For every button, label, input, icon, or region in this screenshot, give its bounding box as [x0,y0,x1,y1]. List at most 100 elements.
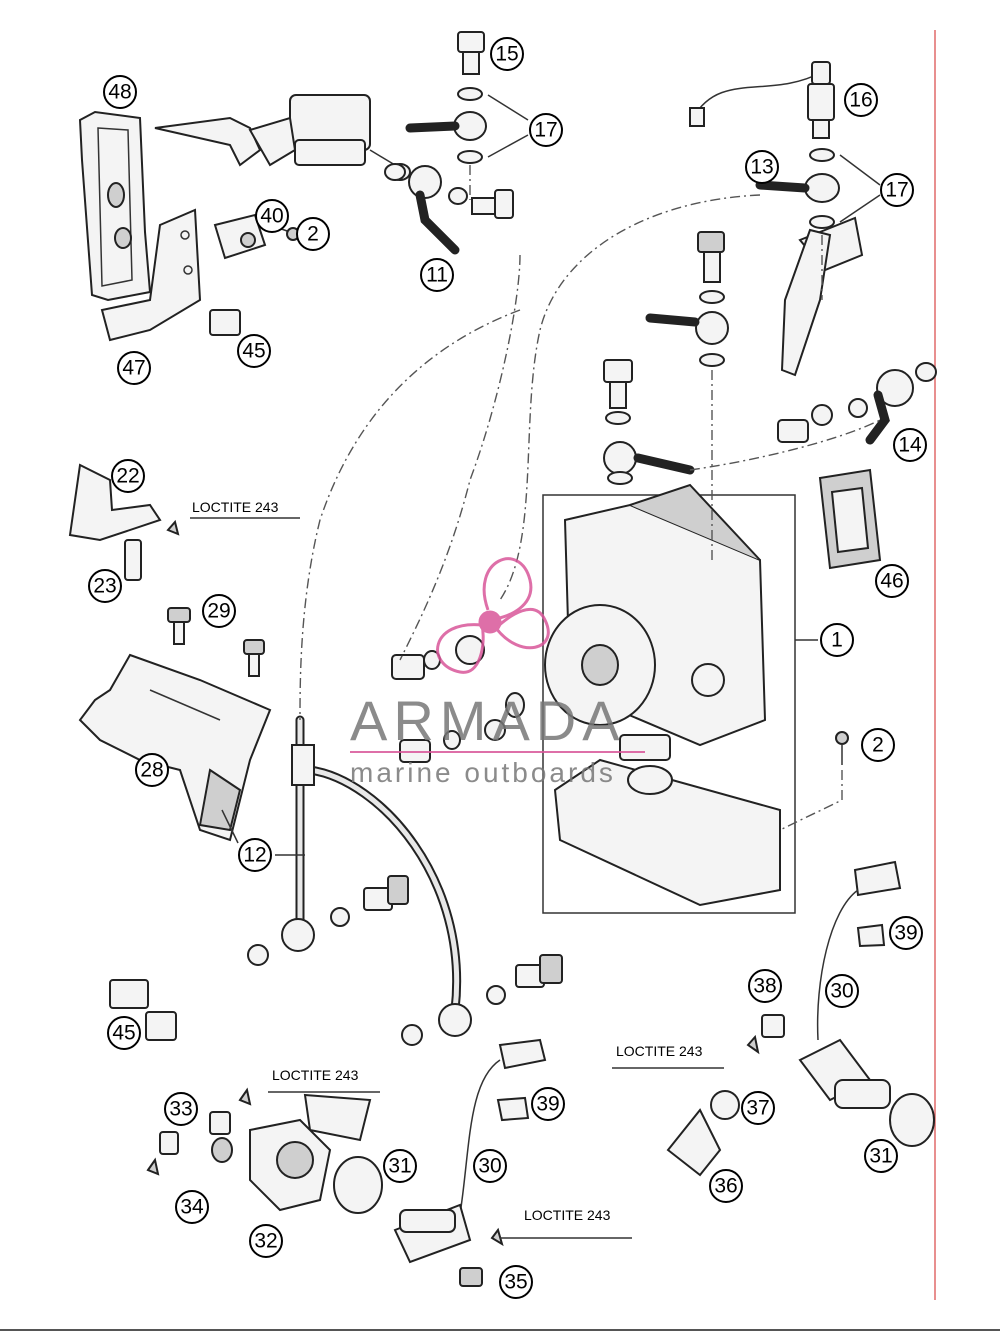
svg-text:38: 38 [753,975,776,998]
svg-text:33: 33 [169,1098,192,1121]
rear-speed-sensor-part [666,860,935,1177]
svg-text:2: 2 [307,223,319,246]
svg-text:36: 36 [714,1175,737,1198]
brake-line-part [247,715,563,1046]
clip-part [209,309,241,336]
banjo-fitting-part [384,163,514,255]
callout-12: 12 [238,838,272,872]
callout-1: 1 [820,623,854,657]
svg-text:34: 34 [180,1196,204,1219]
carrier-plate-part [78,653,272,842]
svg-text:45: 45 [112,1022,135,1045]
callout-45: 45 [237,334,271,368]
svg-text:1: 1 [831,629,843,652]
callout-37: 37 [741,1091,775,1125]
callout-17: 17 [880,173,914,207]
svg-text:17: 17 [534,119,557,142]
callout-33: 33 [164,1092,198,1126]
svg-text:11: 11 [426,264,448,287]
front-speed-sensor-part [393,1038,547,1287]
clamp-part [213,213,267,260]
svg-text:30: 30 [830,980,853,1003]
svg-text:39: 39 [536,1093,559,1116]
propeller-logo [436,557,550,674]
callout-34: 34 [175,1190,209,1224]
loctite-note: LOCTITE 243 [616,1043,703,1059]
leader-dashed-line [779,770,843,831]
callout-36: 36 [709,1169,743,1203]
svg-text:45: 45 [242,340,265,363]
callout-16: 16 [844,83,878,117]
clip-39-part [496,923,886,1122]
front-sensor-part [146,1087,383,1214]
callout-13: 13 [745,150,779,184]
svg-text:16: 16 [849,89,872,112]
svg-text:30: 30 [478,1155,501,1178]
svg-text:40: 40 [260,205,283,228]
screw-part-right [835,731,849,765]
svg-text:47: 47 [122,357,145,380]
callout-39: 39 [531,1087,565,1121]
svg-text:13: 13 [750,156,773,179]
svg-text:29: 29 [207,600,230,623]
center-banjo-part [645,290,729,367]
callout-30: 30 [473,1149,507,1183]
rubber-mount-part [818,468,882,570]
callout-23: 23 [88,569,122,603]
callout-35: 35 [499,1265,533,1299]
svg-text:32: 32 [254,1230,277,1253]
watermark-tagline: marine outboards [350,757,616,788]
loctite-note: LOCTITE 243 [524,1207,611,1223]
callout-39: 39 [889,916,923,950]
svg-text:31: 31 [869,1145,892,1168]
leader-dashed-line [299,309,521,721]
banjo-bolt-part [405,31,487,164]
callout-28: 28 [135,753,169,787]
abs-unit-part [542,483,796,914]
left-fittings-part [391,635,525,763]
svg-text:14: 14 [898,434,922,457]
watermark: ARMADA marine outboards [350,557,645,788]
loctite-note: LOCTITE 243 [192,499,279,515]
callout-31: 31 [864,1139,898,1173]
unit-banjo-bolt-part [603,359,695,485]
loctite-note: LOCTITE 243 [272,1067,359,1083]
callout-40: 40 [255,199,289,233]
clip-part-lower [109,979,177,1041]
svg-text:17: 17 [885,179,908,202]
leader-dashed-line [499,194,761,601]
bracket-part [100,208,202,342]
callout-31: 31 [383,1149,417,1183]
rear-master-cylinder-part [697,216,864,377]
callout-48: 48 [103,75,137,109]
svg-text:48: 48 [108,81,131,104]
callout-17: 17 [529,113,563,147]
callout-2: 2 [296,217,330,251]
callout-2: 2 [861,728,895,762]
svg-text:23: 23 [93,575,116,598]
svg-text:22: 22 [116,465,139,488]
svg-text:12: 12 [243,844,266,867]
callout-32: 32 [249,1224,283,1258]
callout-group: 48 15 17 16 13 17 40 2 11 45 47 14 22 23… [88,37,927,1299]
callout-38: 38 [748,969,782,1003]
callout-14: 14 [893,428,927,462]
leader-lines [190,94,881,1239]
callout-47: 47 [117,351,151,385]
leader-dashed-line [399,254,521,661]
svg-text:39: 39 [894,922,917,945]
svg-text:15: 15 [495,43,518,66]
sensor-bracket-part [68,463,180,581]
svg-text:2: 2 [872,734,884,757]
svg-text:46: 46 [880,570,903,593]
watermark-brand: ARMADA [350,689,626,752]
svg-text:35: 35 [504,1271,527,1294]
master-cylinder-part [154,94,411,181]
leader-dashed-line [689,419,881,471]
callout-15: 15 [490,37,524,71]
pedal-guard-part [78,110,152,302]
svg-text:28: 28 [140,759,163,782]
svg-text:37: 37 [746,1097,769,1120]
callout-29: 29 [202,594,236,628]
